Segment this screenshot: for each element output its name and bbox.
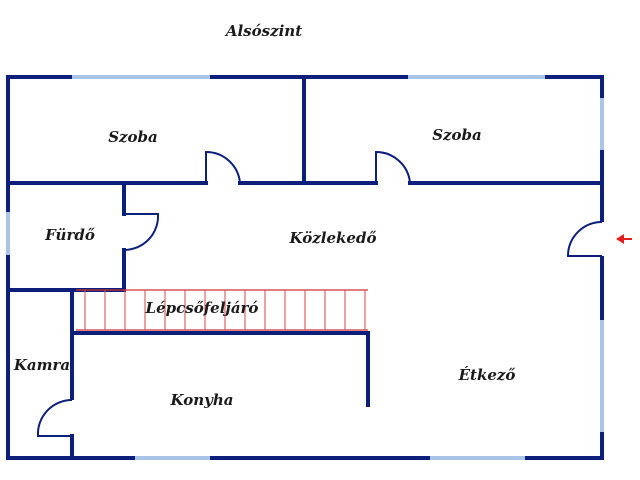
door-szoba-right xyxy=(375,150,411,184)
room-label-lepcso: Lépcsőfeljáró xyxy=(145,299,259,317)
windows xyxy=(6,75,604,460)
door-entrance xyxy=(566,221,603,257)
doors xyxy=(36,150,603,437)
door-kamra xyxy=(36,398,73,437)
room-label-kozlekedo: Közlekedő xyxy=(289,229,377,247)
staircase xyxy=(76,289,368,331)
room-label-furdo: Fürdő xyxy=(44,226,95,244)
interior-walls xyxy=(6,75,605,460)
door-furdo xyxy=(123,213,160,252)
entrance-arrow-icon xyxy=(616,234,632,244)
room-label-konyha: Konyha xyxy=(170,391,234,409)
room-label-szoba-right: Szoba xyxy=(432,126,482,144)
room-label-kamra: Kamra xyxy=(13,356,70,374)
floor-title: Alsószint xyxy=(224,22,302,40)
door-szoba-left xyxy=(205,150,241,184)
room-label-szoba-left: Szoba xyxy=(108,128,158,146)
room-label-etkezo: Étkező xyxy=(458,366,516,384)
